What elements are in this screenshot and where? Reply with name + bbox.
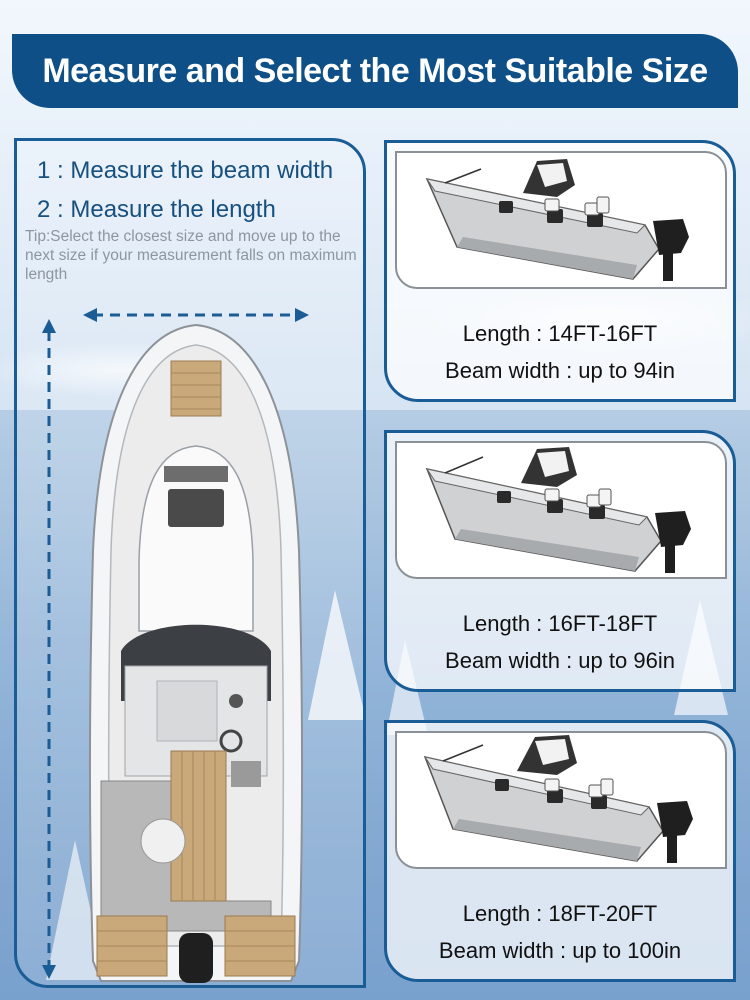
length-label: Length : 14FT-16FT: [462, 321, 658, 346]
boat-image-frame: [395, 151, 727, 289]
step-beam-width: 1 : Measure the beam width: [37, 157, 334, 184]
boat-image-frame: [395, 441, 727, 579]
step-length: 2 : Measure the length: [37, 196, 276, 223]
fishing-boat-side-view-icon: [425, 159, 689, 281]
measurement-panel: 1 : Measure the beam width 2 : Measure t…: [14, 138, 366, 988]
width-arrow-icon: [83, 308, 309, 322]
beam-width-label: Beam width : up to 100in: [438, 938, 682, 963]
length-label: Length : 16FT-18FT: [462, 611, 658, 636]
size-option-card: Length : 14FT-16FT Beam width : up to 94…: [384, 140, 736, 402]
sailboat-icon: [308, 590, 366, 720]
tip-text: Tip:Select the closest size and move up …: [25, 228, 357, 283]
length-label: Length : 18FT-20FT: [462, 901, 658, 926]
fishing-boat-side-view-icon: [423, 735, 693, 863]
header-banner: Measure and Select the Most Suitable Siz…: [12, 34, 738, 108]
boat-top-view-icon: [89, 323, 303, 983]
page-title: Measure and Select the Most Suitable Siz…: [42, 51, 708, 90]
beam-width-label: Beam width : up to 94in: [445, 358, 675, 383]
fishing-boat-side-view-icon: [425, 447, 691, 573]
size-option-card: Length : 18FT-20FT Beam width : up to 10…: [384, 720, 736, 982]
length-arrow-icon: [42, 319, 56, 979]
sailboat-icon: [46, 840, 106, 980]
beam-width-label: Beam width : up to 96in: [445, 648, 675, 673]
boat-image-frame: [395, 731, 727, 869]
size-option-card: Length : 16FT-18FT Beam width : up to 96…: [384, 430, 736, 692]
